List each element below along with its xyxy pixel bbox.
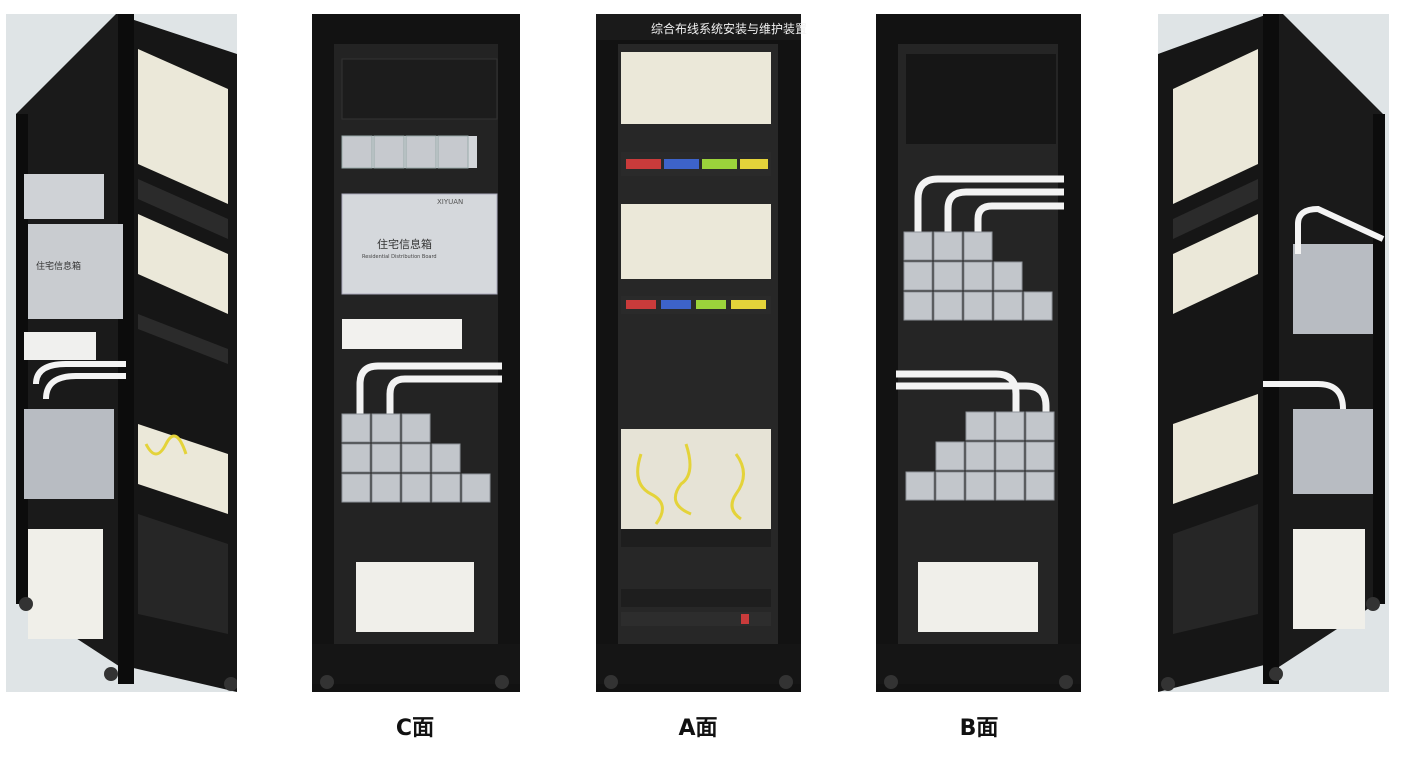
rack-view-right-perspective: [1158, 14, 1389, 692]
rack-view-b-face: [876, 14, 1081, 692]
rack-right-drawing: [1158, 14, 1385, 692]
info-box-title: 住宅信息箱: [377, 238, 432, 251]
caption-a-face: A面: [678, 716, 718, 741]
caption-c-face: C面: [395, 716, 435, 741]
rack-c-drawing: [312, 14, 520, 692]
rack-view-c-face: XIYUAN 住宅信息箱 Residential Distribution Bo…: [312, 14, 520, 692]
rack-a-drawing: [596, 14, 801, 692]
rack-view-left-perspective: 住宅信息箱: [6, 14, 237, 692]
rack-view-a-face: 综合布线系统安装与维护装置: [596, 14, 807, 692]
rack-b-drawing: [876, 14, 1081, 692]
caption-b-face: B面: [959, 716, 999, 741]
info-box-brand: XIYUAN: [437, 198, 464, 206]
info-box-subtitle: Residential Distribution Board: [362, 254, 437, 260]
rack-title: 综合布线系统安装与维护装置: [651, 22, 808, 36]
svg-text:住宅信息箱: 住宅信息箱: [36, 260, 81, 272]
rack-left-drawing: 住宅信息箱: [16, 14, 237, 692]
